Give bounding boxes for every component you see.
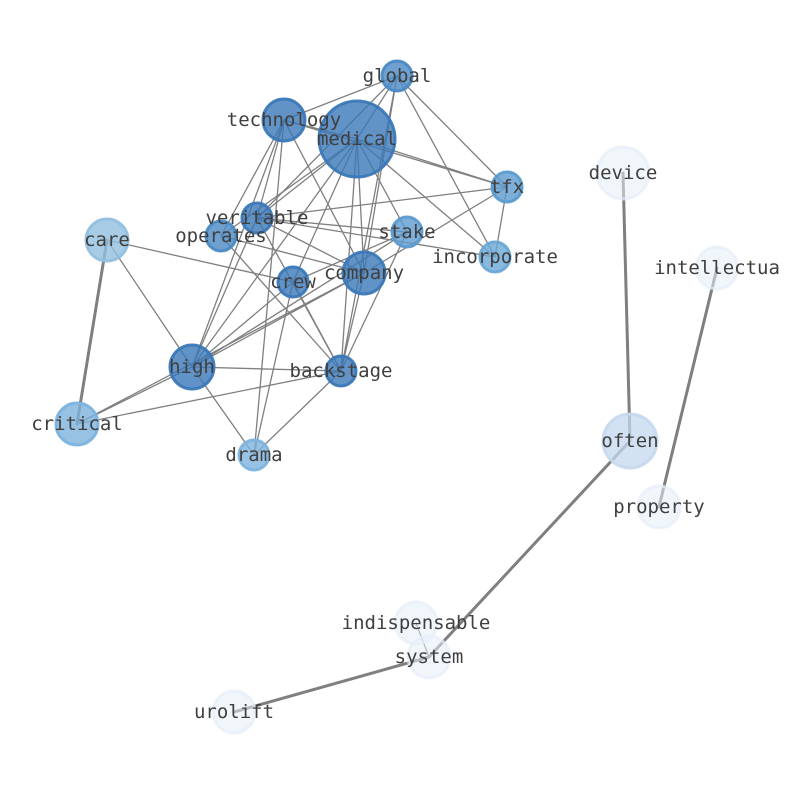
node-critical bbox=[54, 401, 100, 447]
nodes-layer bbox=[54, 59, 740, 735]
label-drama: drama bbox=[225, 444, 282, 466]
edge-stake-backstage bbox=[340, 231, 408, 372]
edge-backstage-drama bbox=[253, 370, 342, 456]
label-often: often bbox=[601, 430, 658, 452]
edge-medical-high bbox=[191, 138, 358, 368]
edge-operates-company bbox=[220, 235, 365, 274]
edge-global-company bbox=[363, 75, 398, 274]
label-veritable: veritable bbox=[206, 207, 309, 229]
node-incorporate bbox=[478, 240, 512, 274]
edge-operates-backstage bbox=[220, 235, 342, 372]
label-tfx: tfx bbox=[490, 176, 524, 198]
label-indispensable: indispensable bbox=[342, 612, 491, 634]
node-care bbox=[84, 217, 130, 263]
edge-care-high bbox=[106, 239, 193, 368]
label-company: company bbox=[324, 262, 404, 284]
node-backstage bbox=[324, 354, 358, 388]
edge-intellectua-property bbox=[657, 266, 719, 509]
label-global: global bbox=[363, 65, 432, 87]
edge-high-backstage bbox=[191, 366, 342, 372]
label-crew: crew bbox=[270, 271, 316, 293]
label-medical: medical bbox=[317, 128, 397, 150]
edge-global-tfx bbox=[396, 75, 508, 188]
label-technology: technology bbox=[227, 109, 341, 131]
node-global bbox=[380, 59, 414, 93]
node-often bbox=[601, 412, 659, 470]
node-veritable bbox=[240, 201, 274, 235]
node-intellectua bbox=[694, 245, 740, 291]
edge-system-urolift bbox=[232, 655, 431, 714]
edge-care-critical bbox=[75, 238, 109, 426]
node-crew bbox=[276, 265, 310, 299]
node-system bbox=[406, 634, 452, 680]
edge-technology-company bbox=[283, 119, 365, 274]
node-urolift bbox=[211, 689, 257, 735]
edge-tfx-company bbox=[363, 186, 508, 274]
node-company bbox=[341, 250, 387, 296]
edge-veritable-stake bbox=[256, 217, 408, 233]
label-property: property bbox=[613, 496, 705, 518]
node-medical bbox=[317, 99, 397, 179]
edge-crew-drama bbox=[253, 281, 294, 456]
edge-crew-care bbox=[106, 239, 294, 283]
node-tfx bbox=[490, 170, 524, 204]
edge-tfx-veritable bbox=[256, 186, 508, 219]
label-intellectua: intellectua bbox=[654, 257, 780, 279]
edge-company-critical bbox=[76, 272, 365, 425]
node-stake bbox=[390, 215, 424, 249]
edge-global-incorporate bbox=[396, 75, 496, 258]
node-drama bbox=[237, 438, 271, 472]
edge-technology-high bbox=[191, 119, 285, 368]
label-backstage: backstage bbox=[290, 360, 393, 382]
label-incorporate: incorporate bbox=[432, 246, 558, 268]
label-stake: stake bbox=[378, 221, 435, 243]
edge-veritable-incorporate bbox=[256, 217, 496, 258]
node-technology bbox=[261, 97, 307, 143]
edge-crew-backstage bbox=[292, 281, 342, 372]
label-critical: critical bbox=[31, 413, 123, 435]
node-high bbox=[168, 343, 216, 391]
edge-backstage-critical bbox=[76, 370, 342, 425]
edge-technology-drama bbox=[253, 119, 285, 456]
label-high: high bbox=[169, 356, 215, 378]
label-system: system bbox=[395, 646, 464, 668]
label-operates: operates bbox=[175, 225, 267, 247]
label-care: care bbox=[84, 229, 130, 251]
node-property bbox=[636, 484, 682, 530]
edge-often-system bbox=[427, 439, 632, 659]
label-device: device bbox=[589, 162, 658, 184]
label-urolift: urolift bbox=[194, 701, 274, 723]
edge-device-often bbox=[621, 171, 632, 443]
node-operates bbox=[204, 219, 238, 253]
node-device bbox=[595, 145, 651, 201]
